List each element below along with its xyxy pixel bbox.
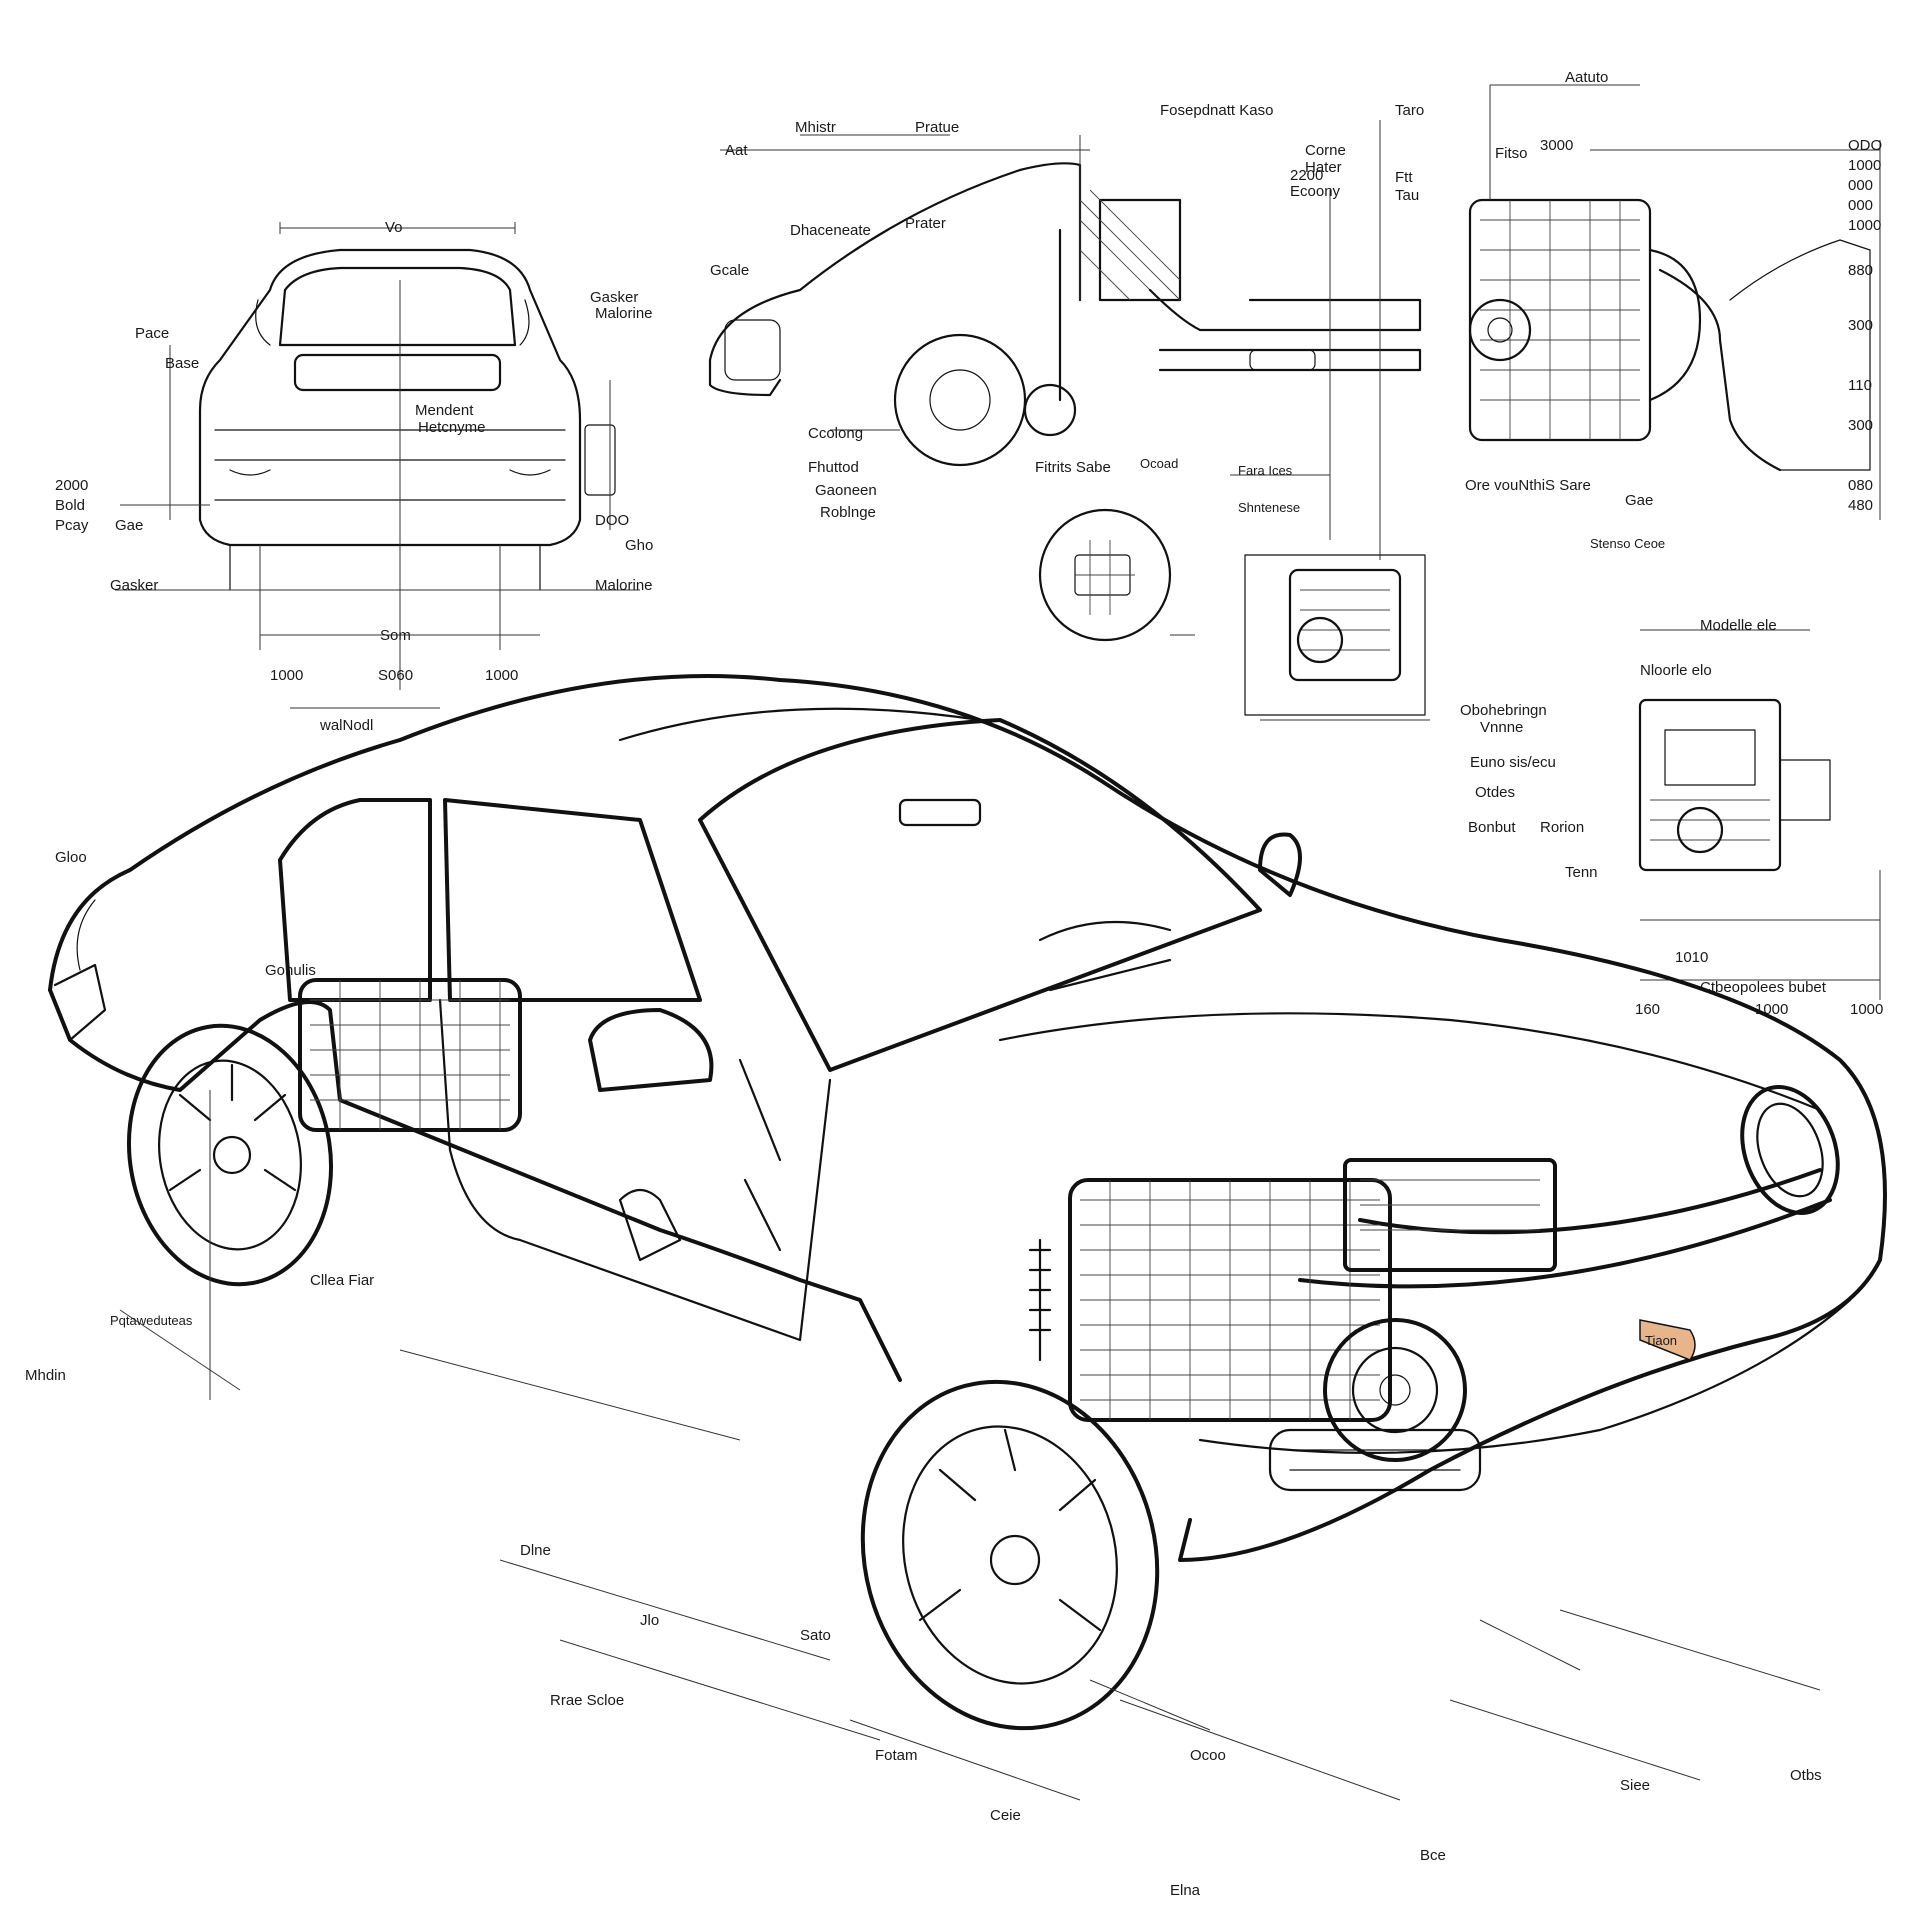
rear-dim-l3: Pcay — [55, 517, 89, 534]
right-dim-7: 300 — [1848, 317, 1873, 334]
right-dim-3: 000 — [1848, 177, 1873, 194]
right-dim-6: 880 — [1848, 262, 1873, 279]
side-label-j: Roblnge — [820, 504, 876, 521]
side-label-i: Gaoneen — [815, 482, 877, 499]
top-right-1: Taro — [1395, 102, 1424, 119]
circle-detail-inset — [1038, 508, 1195, 642]
right-dim-1: ODO — [1848, 137, 1882, 154]
side-label-e: Gcale — [710, 262, 749, 279]
top-right-2: Ftt — [1395, 169, 1413, 186]
rear-view-drawing — [115, 222, 640, 709]
rear-dim-r1: Gho — [625, 537, 653, 554]
detail-bottom-2: Ctbeopolees bubet — [1700, 979, 1827, 996]
rear-base-mid: Som — [380, 627, 411, 644]
top-right-4: 3000 — [1540, 137, 1573, 154]
side-label-d: Dhaceneate — [790, 222, 871, 239]
bottom-3: Rrae Scloe — [550, 1692, 624, 1709]
detail-bottom-3: 160 — [1635, 1001, 1660, 1018]
right-dim-10: 080 — [1848, 477, 1873, 494]
top-title: Fosepdnatt Kaso — [1160, 102, 1273, 119]
bottom-2: Jlo — [640, 1612, 659, 1629]
bottom-7: Elna — [1170, 1882, 1201, 1899]
side-label-f: Prater — [905, 215, 946, 232]
detail-title: Modelle ele — [1700, 617, 1777, 634]
right-dim-2: 1000 — [1848, 157, 1881, 174]
top-mid-1: Hater — [1305, 159, 1342, 176]
rear-label-b: Base — [165, 355, 199, 372]
detail-bottom-5: 1000 — [1850, 1001, 1883, 1018]
engine-label-3: Ore vouNthiS Sare — [1465, 477, 1591, 494]
engine-label-2: Shntenese — [1238, 500, 1300, 515]
main-left-1: Gloo — [55, 849, 87, 866]
side-label-k: Fitrits Sabe — [1035, 459, 1111, 476]
engine-label-4: Gae — [1625, 492, 1653, 509]
engine-label-1: Fara Ices — [1238, 463, 1293, 478]
detail-label-5: Otdes — [1475, 784, 1515, 801]
right-dim-9: 300 — [1848, 417, 1873, 434]
engine-label-5: Stenso Ceoe — [1590, 536, 1665, 551]
top-mid-3: 2200 — [1290, 167, 1323, 184]
detail-label-8: Tenn — [1565, 864, 1598, 881]
bottom-4: Sato — [800, 1627, 831, 1644]
detail-label-3: Vnnne — [1480, 719, 1523, 736]
rear-top-dim-label: Vo — [385, 219, 403, 236]
rear-base-2: S060 — [378, 667, 413, 684]
main-left-2: Gonulis — [265, 962, 316, 979]
rear-label-c: Gasker — [590, 289, 638, 306]
top-mid-4: Ecoony — [1290, 183, 1341, 200]
inset-label: Ocoad — [1140, 456, 1178, 471]
bottom-1: Dlne — [520, 1542, 551, 1559]
bottom-6: Ceie — [990, 1807, 1021, 1824]
detail-label-2: Obohebringn — [1460, 702, 1547, 719]
rear-base-1: 1000 — [270, 667, 303, 684]
bottom-10: Siee — [1620, 1777, 1650, 1794]
rear-bottom-right: Malorine — [595, 577, 653, 594]
side-label-g: Ccolong — [808, 425, 863, 442]
side-label-c: Pratue — [915, 119, 959, 136]
engine-detail-box — [1244, 554, 1430, 721]
top-right-5: Tau — [1395, 187, 1419, 204]
side-label-h: Fhuttod — [808, 459, 859, 476]
detail-label-7: Rorion — [1540, 819, 1584, 836]
top-mid-2: Corne — [1305, 142, 1346, 159]
rear-base-3: 1000 — [485, 667, 518, 684]
bottom-11: Otbs — [1790, 1767, 1822, 1784]
main-left-5: Cllea Fiar — [310, 1272, 374, 1289]
top-right-title: Aatuto — [1565, 69, 1608, 86]
rear-dim-l2: Bold — [55, 497, 85, 514]
right-dimension-column: ODO 1000 000 000 1000 880 300 110 300 08… — [1848, 137, 1882, 514]
main-car-cutaway — [48, 674, 1887, 1801]
rear-model-2: Hetcnyme — [418, 419, 486, 436]
rear-dim-l1: 2000 — [55, 477, 88, 494]
bottom-8: Ocoo — [1190, 1747, 1226, 1764]
detail-label-6: Bonbut — [1468, 819, 1516, 836]
main-left-4: Mhdin — [25, 1367, 66, 1384]
right-dim-4: 000 — [1848, 197, 1873, 214]
side-drivetrain-drawing — [708, 84, 1881, 560]
rear-label-d: Malorine — [595, 305, 653, 322]
rear-bottom-left: Gasker — [110, 577, 158, 594]
parts-detail-drawing — [1638, 629, 1881, 1000]
rear-bottom-label: walNodl — [319, 717, 373, 734]
detail-bottom-1: 1010 — [1675, 949, 1708, 966]
main-tag-label: Tiaon — [1645, 1333, 1677, 1348]
detail-bottom-4: 1000 — [1755, 1001, 1788, 1018]
rear-dim-l4: Gae — [115, 517, 143, 534]
rear-label-a: Pace — [135, 325, 169, 342]
side-label-a: Aat — [725, 142, 748, 159]
rear-dim-r2: DOO — [595, 512, 629, 529]
bottom-9: Bce — [1420, 1847, 1446, 1864]
side-label-b: Mhistr — [795, 119, 836, 136]
top-right-3: Fitso — [1495, 145, 1528, 162]
right-dim-8: 110 — [1848, 377, 1872, 394]
bottom-5: Fotam — [875, 1747, 918, 1764]
rear-model-1: Mendent — [415, 402, 474, 419]
main-left-3: Pqtaweduteas — [110, 1313, 193, 1328]
right-dim-5: 1000 — [1848, 217, 1881, 234]
right-dim-11: 480 — [1848, 497, 1873, 514]
detail-label-4: Euno sis/ecu — [1470, 754, 1556, 771]
detail-label-1: Nloorle elo — [1640, 662, 1712, 679]
